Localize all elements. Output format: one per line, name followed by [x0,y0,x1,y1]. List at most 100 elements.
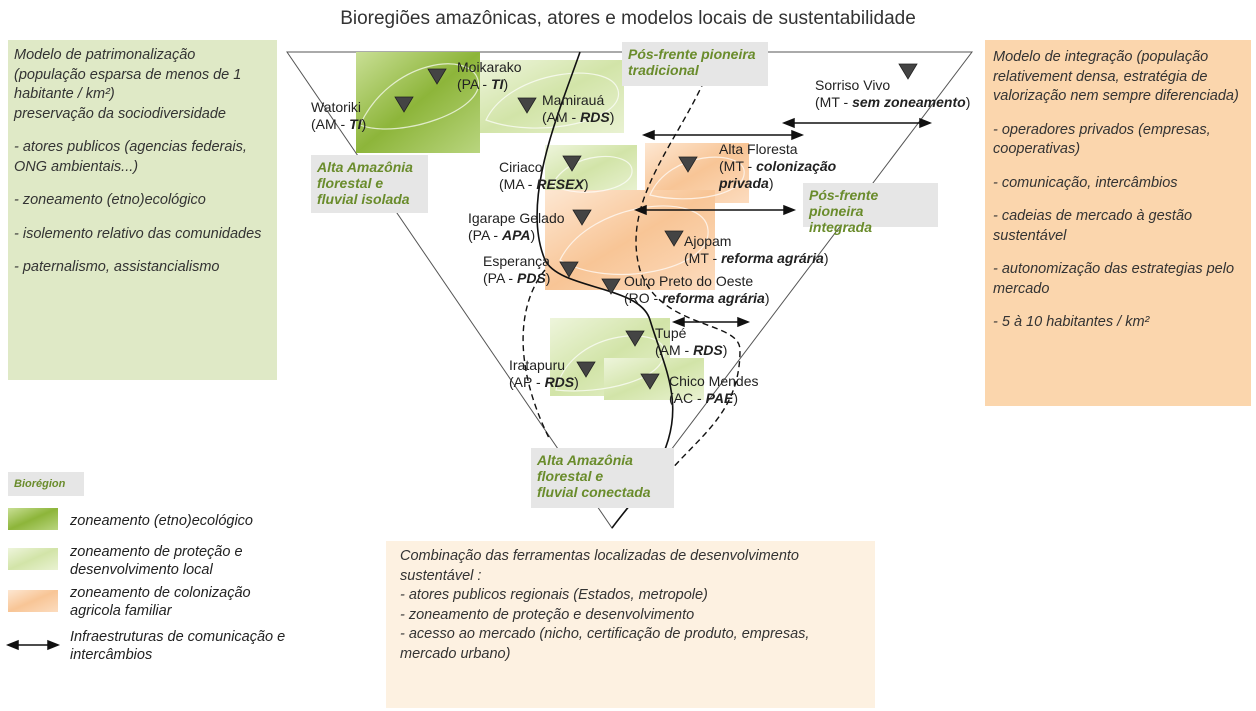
zone-colonization-rect [545,190,715,290]
legend-title: Biorégion [8,472,84,496]
zone-ecological-rect [356,52,480,153]
site-state: MT [819,94,840,110]
site-label-ciriaco: Ciriaco(MA - RESEX) [499,159,589,192]
bottom-box-heading: Combinação das ferramentas localizadas d… [400,548,799,584]
integration-model-box: Modelo de integração (população relative… [985,40,1251,406]
site-name: Tupé [655,325,687,341]
site-label-moikarako: Moikarako(PA - TI) [457,59,522,92]
site-name: Igarape Gelado [468,210,565,226]
site-label-watoriki: Watoriki(AM - TI) [311,99,367,132]
site-name: Sorriso Vivo [815,77,891,93]
zone-label-pos-frente-tradicional: Pós-frente pioneira tradicional [622,42,768,86]
site-name: Moikarako [457,59,522,75]
arrow-integrada [633,204,797,216]
zone-label-alta-amazonia-isolada: Alta Amazônia florestal e fluvial isolad… [311,155,428,213]
site-label-esperanca: Esperança(PA - PDS) [483,253,551,286]
site-label-ajopam: Ajopam(MT - reforma agrária) [684,233,829,266]
site-name: Mamirauá [542,92,605,108]
site-state: AM [546,109,568,125]
site-zone: TI [349,116,362,132]
front-boundary-dashed [635,71,741,491]
left-box-item: - paternalismo, assistancialismo [14,259,220,275]
site-marker-chico-mendes [640,373,660,390]
legend-label-protection: zoneamento de proteção e desenvolvimento… [70,544,243,578]
site-marker-watoriki [394,96,414,113]
site-marker-esperanca [559,261,579,278]
legend-swatch-protection [8,548,58,570]
site-state: AC [673,390,694,406]
site-marker-ouro-preto [601,278,621,295]
zone-label-pos-frente-integrada: Pós-frente pioneira integrada [803,183,938,235]
diagram-title: Bioregiões amazônicas, atores e modelos … [340,8,916,29]
site-zone: sem zoneamento [852,94,966,110]
zone-protection-rect [480,60,624,133]
site-state: PA [472,227,490,243]
site-state: AM [659,342,681,358]
arrow-sorriso [781,117,933,129]
site-zone: reforma agrária [721,250,824,266]
site-zone: PDS [517,270,546,286]
site-name: Watoriki [311,99,362,115]
site-state: AP [513,374,533,390]
site-state: MT [688,250,709,266]
site-state: AM [315,116,337,132]
bottom-box-item: - acesso ao mercado (nicho, certificação… [400,626,810,662]
site-zone: RESEX [536,176,584,192]
left-box-item: - zoneamento (etno)ecológico [14,192,206,208]
site-marker-iratapuru [576,361,596,378]
patrimonalization-model-box: Modelo de patrimonalização (população es… [8,40,277,380]
site-name: Ciriaco [499,159,543,175]
site-name: Chico Mendes [669,373,759,389]
site-marker-igarape [572,209,592,226]
front-boundary-dashed [522,269,551,441]
left-box-item: - isolemento relativo das comunidades [14,225,262,242]
right-box-item: - cadeias de mercado à gestão sustentáve… [993,208,1193,244]
site-state: PA [461,76,479,92]
site-marker-sorriso [898,63,918,80]
legend-arrow [5,639,61,651]
site-zone: RDS [693,342,723,358]
right-box-item: - operadores privados (empresas, coopera… [993,121,1211,158]
site-state: MA [503,176,524,192]
legend-label-infrastructure: Infraestruturas de comunicação e intercâ… [70,629,286,663]
right-box-heading: Modelo de integração (população relative… [993,49,1239,104]
site-zone: RDS [544,374,575,390]
site-name: Alta Floresta [719,141,798,157]
site-label-alta-floresta: Alta Floresta(MT - colonização privada) [719,141,837,191]
site-label-tupe: Tupé(AM - RDS) [655,325,728,358]
site-label-mamiraua: Mamirauá(AM - RDS) [542,92,615,125]
left-box-heading: Modelo de patrimonalização (população es… [14,47,242,102]
site-marker-ajopam [664,230,684,247]
right-box-item: - comunicação, intercâmbios [993,174,1178,191]
site-state: RO [628,290,650,306]
combination-box: Combinação das ferramentas localizadas d… [386,541,875,708]
legend-swatch-ecological [8,508,58,530]
site-zone: RDS [580,109,610,125]
site-name: Iratapuru [509,357,566,373]
site-label-sorriso-vivo: Sorriso Vivo(MT - sem zoneamento) [815,77,971,110]
legend-label-ecological: zoneamento (etno)ecológico [70,513,253,529]
site-zone: colonização privada [719,158,837,191]
arrow-alta-floresta [641,129,805,141]
bottom-box-item: - zoneamento de proteção e desenvolvimen… [400,606,695,623]
site-name: Ouro Preto do Oeste [624,273,754,289]
site-label-ouro-preto: Ouro Preto do Oeste(RO - reforma agrária… [624,273,770,306]
site-marker-moikarako [427,68,447,85]
left-box-item: - atores publicos (agencias federais, ON… [14,139,247,175]
site-name: Ajopam [684,233,732,249]
bottom-box-item: - atores publicos regionais (Estados, me… [400,587,708,603]
right-box-item: - 5 à 10 habitantes / km² [993,314,1150,330]
site-marker-ciriaco [562,155,582,172]
site-label-iratapuru: Iratapuru(AP - RDS) [509,357,579,390]
site-label-chico-mendes: Chico Mendes(AC - PAE) [669,373,759,406]
site-zone: reforma agrária [662,290,765,306]
site-name: Esperança [483,253,550,269]
site-marker-alta-floresta [678,156,698,173]
right-box-item: - autonomização das estrategias pelo mer… [993,261,1235,297]
zone-label-alta-amazonia-conectada: Alta Amazônia florestal e fluvial conect… [531,448,674,508]
legend-label-colonization: zoneamento de colonização agricola famil… [70,585,251,619]
site-state: PA [487,270,505,286]
site-zone: TI [491,76,504,92]
site-state: MT [723,158,744,174]
